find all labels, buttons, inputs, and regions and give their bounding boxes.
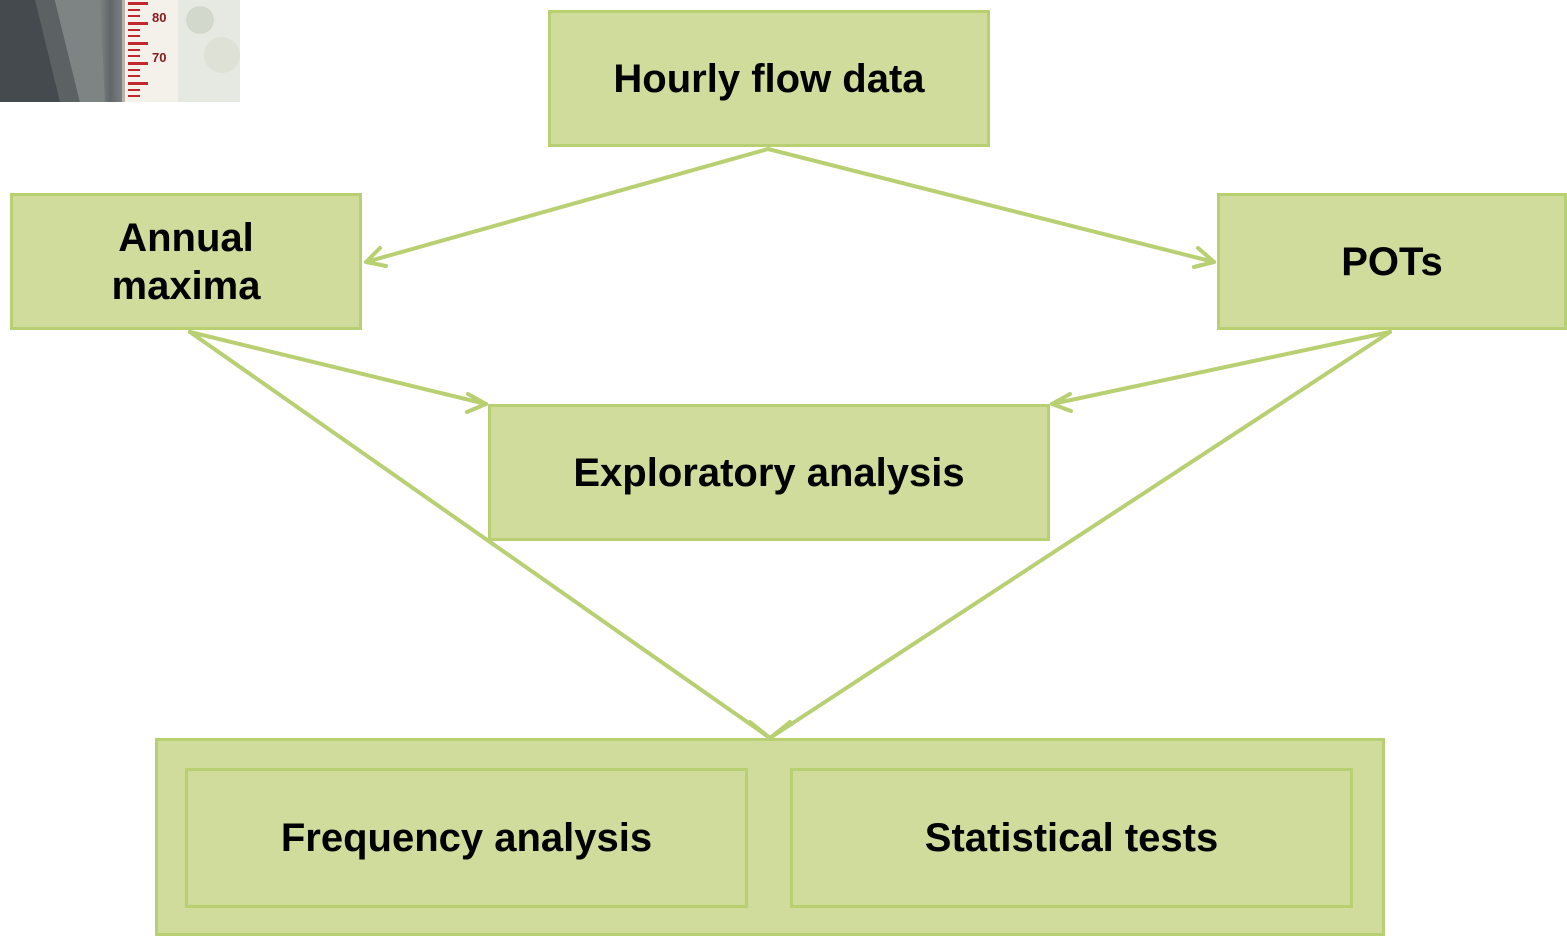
gauge-illustration: 80 70 [0, 0, 240, 102]
arrow-hourly-to-annual [364, 147, 770, 264]
arrow-hourly-to-pots [766, 147, 1216, 264]
gauge-label-70: 70 [152, 50, 166, 65]
node-pots-label: POTs [1341, 239, 1443, 284]
gauge-label-80: 80 [152, 10, 166, 25]
arrow-pots-to-output [768, 330, 1392, 740]
arrow-annual-to-exploratory [188, 330, 488, 406]
node-hourly-flow-data: Hourly flow data [548, 10, 990, 147]
arrowhead-pots [1192, 246, 1216, 269]
node-exploratory-analysis: Exploratory analysis [488, 404, 1050, 541]
arrowhead-exploratory-left [465, 392, 488, 414]
node-annual-line1: Annual [118, 215, 254, 260]
node-pots: POTs [1217, 193, 1567, 330]
node-exploratory-label: Exploratory analysis [573, 450, 965, 495]
node-frequency-label: Frequency analysis [280, 816, 653, 860]
node-hourly-label: Hourly flow data [613, 56, 925, 101]
gauge-photo: 80 70 [0, 0, 240, 102]
node-annual-label: Annual maxima [112, 214, 261, 310]
node-statistical-tests: Statistical tests [790, 768, 1353, 908]
arrowhead-exploratory-right [1050, 392, 1073, 413]
arrow-pots-to-exploratory [1050, 330, 1392, 406]
node-annual-line2: maxima [111, 263, 261, 308]
node-statistical-label: Statistical tests [924, 816, 1219, 860]
arrow-annual-to-output [188, 330, 772, 740]
node-annual-maxima: Annual maxima [10, 193, 362, 330]
arrowhead-annual [364, 246, 388, 268]
node-frequency-analysis: Frequency analysis [185, 768, 748, 908]
